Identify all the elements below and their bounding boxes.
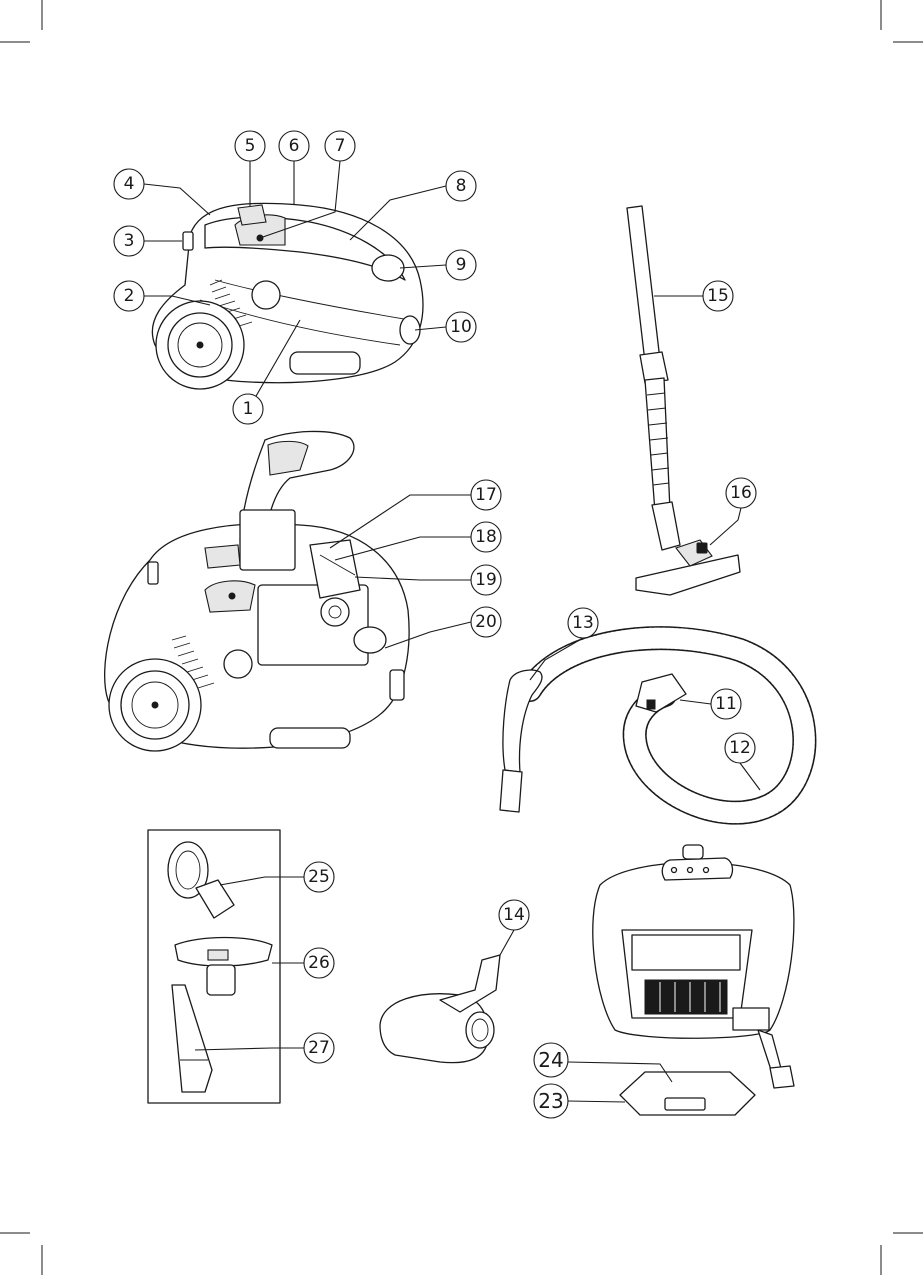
- accessory-box: [147, 829, 281, 1104]
- callout-label-6: 6: [289, 136, 300, 156]
- callout-16: 16: [725, 477, 757, 509]
- callout-10: 10: [445, 311, 477, 343]
- callout-17: 17: [470, 479, 502, 511]
- upholstery-nozzle: [174, 936, 273, 996]
- callout-label-8: 8: [456, 176, 467, 196]
- callout-label-9: 9: [456, 255, 467, 275]
- callout-13: 13: [567, 607, 599, 639]
- callout-5: 5: [234, 130, 266, 162]
- callout-label-17: 17: [475, 485, 497, 505]
- callout-1: 1: [232, 393, 264, 425]
- turbo-brush: [379, 954, 501, 1064]
- callout-label-16: 16: [730, 483, 752, 503]
- filter-slats: [659, 982, 721, 1012]
- callout-label-3: 3: [124, 231, 135, 251]
- callout-label-20: 20: [475, 612, 497, 632]
- vacuum-cleaner-open-view: [104, 430, 410, 752]
- callout-6: 6: [278, 130, 310, 162]
- callout-12: 12: [724, 732, 756, 764]
- callout-label-26: 26: [308, 953, 330, 973]
- vacuum-cleaner-rear-view: [592, 844, 795, 1116]
- callout-label-1: 1: [243, 399, 254, 419]
- callout-7: 7: [324, 130, 356, 162]
- callout-label-13: 13: [572, 613, 594, 633]
- callout-label-5: 5: [245, 136, 256, 156]
- callout-label-25: 25: [308, 867, 330, 887]
- callout-label-2: 2: [124, 286, 135, 306]
- callout-11: 11: [710, 688, 742, 720]
- callout-23: 23: [533, 1083, 569, 1119]
- vacuum-cleaner-side-view: [151, 202, 424, 390]
- callout-label-23: 23: [538, 1089, 563, 1113]
- crevice-tool: [171, 984, 213, 1093]
- callout-4: 4: [113, 168, 145, 200]
- callout-9: 9: [445, 249, 477, 281]
- callout-25: 25: [303, 861, 335, 893]
- tube-grip-rings: [646, 392, 670, 486]
- callout-27: 27: [303, 1032, 335, 1064]
- callout-label-11: 11: [715, 694, 737, 714]
- callout-8: 8: [445, 170, 477, 202]
- callout-label-12: 12: [729, 738, 751, 758]
- rear-wheel: [155, 300, 245, 390]
- callout-26: 26: [303, 947, 335, 979]
- hose-assembly: [499, 626, 817, 825]
- callout-label-24: 24: [538, 1048, 563, 1072]
- callout-15: 15: [702, 280, 734, 312]
- callout-label-14: 14: [503, 905, 525, 925]
- callout-18: 18: [470, 521, 502, 553]
- callout-label-19: 19: [475, 570, 497, 590]
- callout-label-18: 18: [475, 527, 497, 547]
- callout-label-4: 4: [124, 174, 135, 194]
- callout-19: 19: [470, 564, 502, 596]
- telescopic-tube-and-floor-nozzle: [626, 205, 741, 596]
- callout-14: 14: [498, 899, 530, 931]
- side-vents-open: [171, 635, 215, 689]
- callout-label-7: 7: [335, 136, 346, 156]
- callout-label-27: 27: [308, 1038, 330, 1058]
- callout-20: 20: [470, 606, 502, 638]
- callout-24: 24: [533, 1042, 569, 1078]
- callout-label-10: 10: [450, 317, 472, 337]
- dusting-brush: [167, 841, 235, 919]
- rear-wheel-open: [108, 658, 202, 752]
- callout-label-15: 15: [707, 286, 729, 306]
- callout-3: 3: [113, 225, 145, 257]
- callout-2: 2: [113, 280, 145, 312]
